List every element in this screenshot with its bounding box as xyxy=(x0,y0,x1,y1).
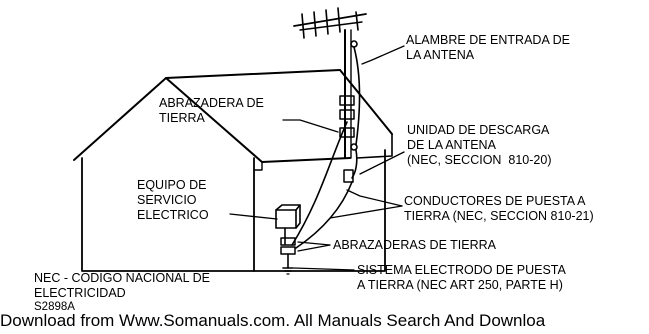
label-ground-clamp: ABRAZADERA DE TIERRA xyxy=(159,96,264,125)
label-electric-service-equipment: EQUIPO DE SERVICIO ELECTRICO xyxy=(137,178,209,222)
label-ground-clamps: ABRAZADERAS DE TIERRA xyxy=(333,238,497,252)
footer-download-link[interactable]: Download from Www.Somanuals.com. All Man… xyxy=(0,311,546,330)
leader-lines xyxy=(229,45,405,271)
service-box xyxy=(275,204,301,229)
label-antenna-lead-in-wire: ALAMBRE DE ENTRADA DE LA ANTENA xyxy=(406,33,570,62)
lead-in-wire xyxy=(343,46,361,183)
label-figure-code: S2898A xyxy=(34,301,75,313)
house xyxy=(73,69,393,272)
grounding-conductors xyxy=(284,121,353,249)
label-antenna-discharge-unit: UNIDAD DE DESCARGA DE LA ANTENA (NEC, SE… xyxy=(407,123,552,167)
antenna xyxy=(293,7,367,159)
label-nec-note: NEC - CODIGO NACIONAL DE ELECTRICIDAD xyxy=(34,271,210,300)
ground-clamps xyxy=(280,237,296,275)
label-grounding-conductors: CONDUCTORES DE PUESTA A TIERRA (NEC, SEC… xyxy=(404,194,594,223)
label-grounding-electrode-system: SISTEMA ELECTRODO DE PUESTA A TIERRA (NE… xyxy=(357,263,566,292)
